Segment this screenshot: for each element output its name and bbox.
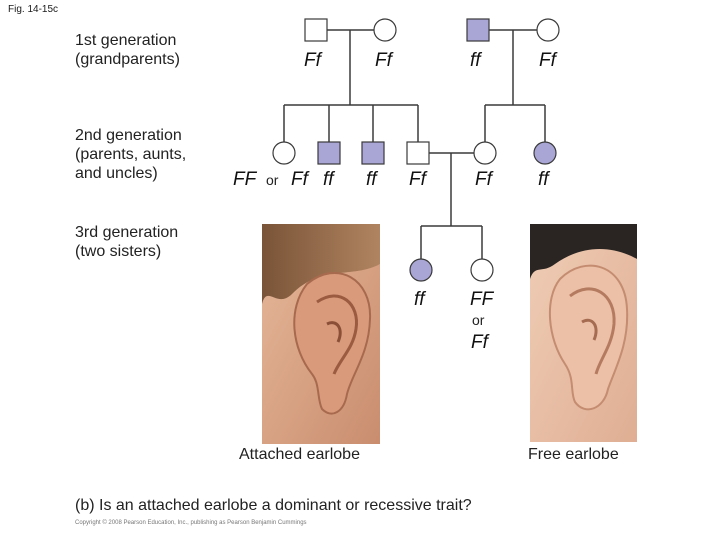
genotype-g2-first-or: or [266, 172, 279, 188]
genotype-g1-female-left: Ff [375, 50, 392, 71]
pedigree-symbols [272, 18, 560, 282]
genotype-g2-second: ff [323, 169, 334, 190]
genotype-g3-right-or: or [472, 312, 485, 328]
question-text: (b) Is an attached earlobe a dominant or… [75, 497, 472, 514]
genotype-g2-third: ff [366, 169, 377, 190]
generation-1-label: 1st generation (grandparents) [75, 32, 180, 68]
genotype-g3-left: ff [414, 289, 425, 310]
pedigree-lines [283, 29, 546, 259]
female-affected-g2 [533, 141, 557, 165]
genotype-g2-first-a: FF [233, 169, 257, 190]
attached-earlobe-caption: Attached earlobe [239, 446, 360, 463]
genotype-g2-fifth: Ff [475, 169, 492, 190]
sister-affected [409, 258, 433, 282]
genotype-g3-right-b: Ff [471, 332, 488, 353]
male-affected-g2-b [361, 141, 385, 165]
attached-earlobe-photo [262, 224, 380, 444]
genotype-g2-fourth: Ff [409, 169, 426, 190]
generation-3-label: 3rd generation (two sisters) [75, 224, 179, 260]
female-unaffected-g2 [272, 141, 296, 165]
female-unaffected-mother [473, 141, 497, 165]
copyright-credit: Copyright © 2008 Pearson Education, Inc.… [75, 520, 307, 526]
male-unaffected-g1 [304, 18, 328, 42]
genotype-g2-first-b: Ff [291, 169, 308, 190]
genotype-g1-male-right: ff [470, 50, 481, 71]
male-affected-g1 [466, 18, 490, 42]
figure-label: Fig. 14-15c [8, 4, 59, 15]
genotype-g2-sixth: ff [538, 169, 549, 190]
female-unaffected-g1 [373, 18, 397, 42]
genotype-g1-female-right: Ff [539, 50, 556, 71]
genotype-g3-right-a: FF [470, 289, 494, 310]
free-earlobe-photo [530, 224, 637, 442]
male-affected-g2 [317, 141, 341, 165]
free-earlobe-caption: Free earlobe [528, 446, 619, 463]
generation-2-label: 2nd generation (parents, aunts, and uncl… [75, 127, 187, 182]
sister-unaffected [470, 258, 494, 282]
genotype-g1-male-left: Ff [304, 50, 321, 71]
female-unaffected-g1-right [536, 18, 560, 42]
male-unaffected-father [406, 141, 430, 165]
